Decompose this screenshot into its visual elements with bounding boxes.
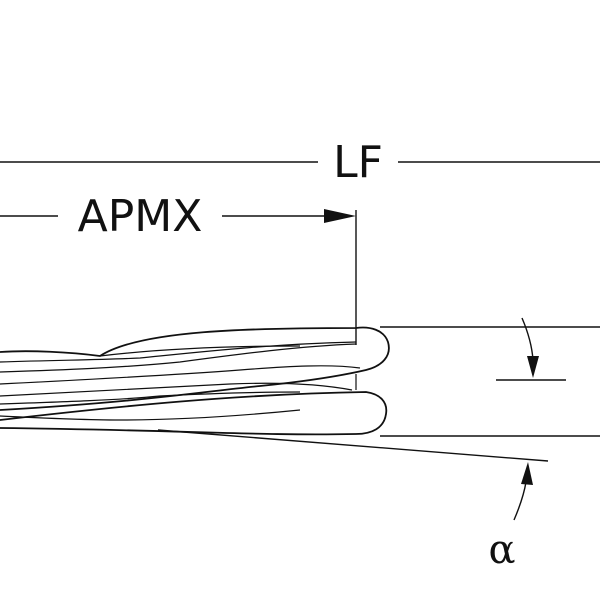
lf-label: LF — [333, 137, 383, 188]
tool-helix-line-6 — [0, 409, 301, 421]
tool-helix-line-7 — [99, 345, 301, 357]
lf-dimension: LF — [0, 137, 600, 188]
tool-helix-line-4 — [0, 382, 353, 397]
tool-upper-flute-outline — [0, 326, 390, 411]
upper-angle-arrowhead — [527, 356, 539, 378]
apmx-arrowhead — [324, 209, 356, 223]
tool-helix-line-3 — [0, 365, 361, 385]
upper-angle-indicator — [521, 317, 539, 378]
end-mill-tool — [0, 326, 390, 436]
tool-helix-line-1 — [0, 341, 357, 363]
alpha-angle-arrowhead — [521, 462, 533, 485]
alpha-angle-indicator: α — [488, 462, 533, 573]
upper-angle-arc — [521, 317, 534, 361]
alpha-label: α — [488, 527, 515, 573]
angle-reference-line — [157, 429, 549, 462]
tool-helix-line-2 — [0, 343, 357, 373]
tool-lower-flute-outline — [0, 391, 388, 436]
alpha-angle-arc — [513, 481, 527, 521]
apmx-dimension: APMX — [0, 191, 356, 242]
apmx-label: APMX — [78, 191, 203, 242]
tool-helix-line-5 — [0, 391, 301, 405]
